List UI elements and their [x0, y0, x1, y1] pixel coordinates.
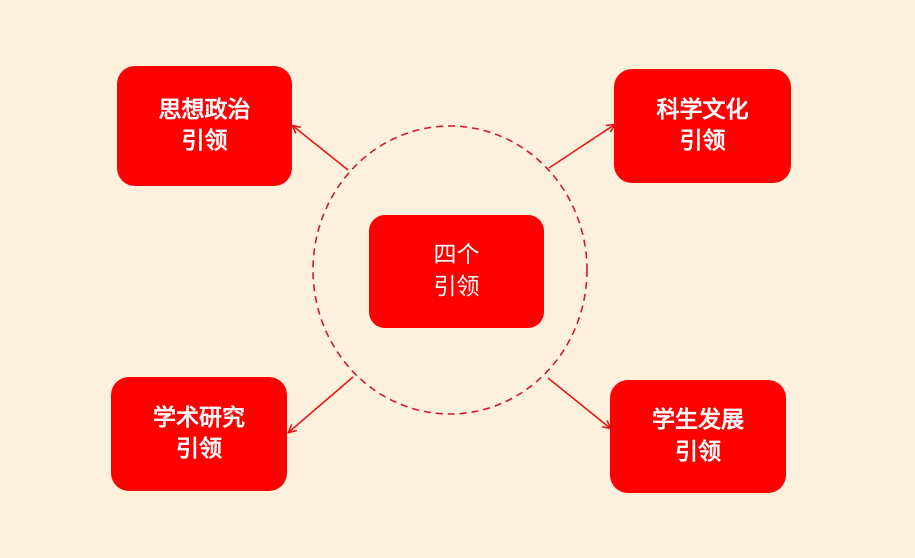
- node-ideological-political: 思想政治 引领: [117, 66, 292, 186]
- node-subtitle: 引领: [181, 128, 228, 154]
- arrow-to-bottom-left: [289, 376, 354, 432]
- center-title: 四个: [433, 242, 480, 269]
- node-subtitle: 引领: [176, 436, 222, 462]
- node-title: 科学文化: [656, 96, 749, 123]
- arrow-to-top-left: [293, 126, 349, 171]
- node-title: 思想政治: [158, 96, 251, 123]
- node-student-development: 学生发展 引领: [610, 380, 786, 493]
- arrow-to-top-right: [548, 125, 614, 169]
- node-science-culture: 科学文化 引领: [614, 69, 791, 183]
- center-subtitle: 引领: [433, 273, 480, 300]
- node-title: 学生发展: [652, 407, 744, 434]
- node-subtitle: 引领: [675, 438, 721, 465]
- node-title: 学术研究: [153, 404, 245, 431]
- dashed-ring: [312, 125, 588, 415]
- node-center-four-leads: 四个 引领: [369, 215, 544, 328]
- node-academic-research: 学术研究 引领: [111, 377, 287, 491]
- arrow-to-bottom-right: [547, 377, 610, 428]
- node-subtitle: 引领: [679, 128, 726, 154]
